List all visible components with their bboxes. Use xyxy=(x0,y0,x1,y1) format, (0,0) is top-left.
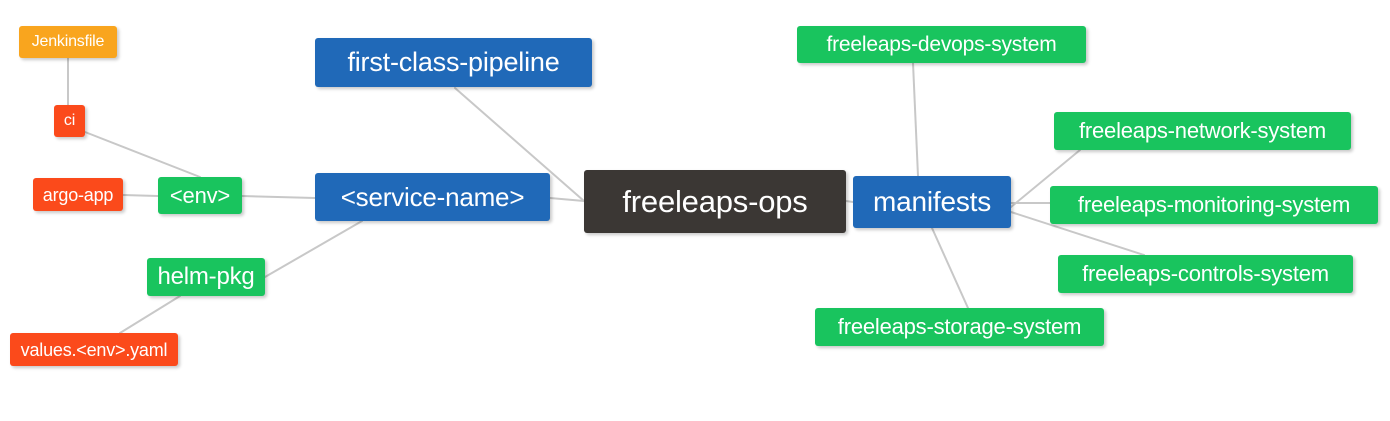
node-service-name[interactable]: <service-name> xyxy=(315,173,550,221)
node-ci[interactable]: ci xyxy=(54,105,85,137)
node-freeleaps-network-system[interactable]: freeleaps-network-system xyxy=(1054,112,1351,150)
edge-manifests-to-freeleaps-devops-system xyxy=(912,62,919,177)
edge-service-name-to-helm-pkg xyxy=(264,220,363,278)
node-env[interactable]: <env> xyxy=(158,177,242,214)
node-freeleaps-ops[interactable]: freeleaps-ops xyxy=(584,170,846,233)
node-first-class-pipeline[interactable]: first-class-pipeline xyxy=(315,38,592,87)
edge-env-to-ci xyxy=(84,131,201,178)
node-freeleaps-controls-system[interactable]: freeleaps-controls-system xyxy=(1058,255,1353,293)
edge-service-name-to-env xyxy=(241,195,316,199)
node-jenkinsfile[interactable]: Jenkinsfile xyxy=(19,26,117,58)
node-helm-pkg[interactable]: helm-pkg xyxy=(147,258,265,296)
edge-env-to-argo-app xyxy=(122,194,159,197)
edge-helm-pkg-to-values-env-yaml xyxy=(119,295,181,334)
node-freeleaps-storage-system[interactable]: freeleaps-storage-system xyxy=(815,308,1104,346)
node-freeleaps-devops-system[interactable]: freeleaps-devops-system xyxy=(797,26,1086,63)
node-freeleaps-monitoring-system[interactable]: freeleaps-monitoring-system xyxy=(1050,186,1378,224)
edge-manifests-to-freeleaps-storage-system xyxy=(931,227,969,309)
edge-freeleaps-ops-to-manifests xyxy=(845,200,854,203)
edge-freeleaps-ops-to-service-name xyxy=(549,197,585,202)
node-argo-app[interactable]: argo-app xyxy=(33,178,123,211)
node-values-env-yaml[interactable]: values.<env>.yaml xyxy=(10,333,178,366)
node-manifests[interactable]: manifests xyxy=(853,176,1011,228)
